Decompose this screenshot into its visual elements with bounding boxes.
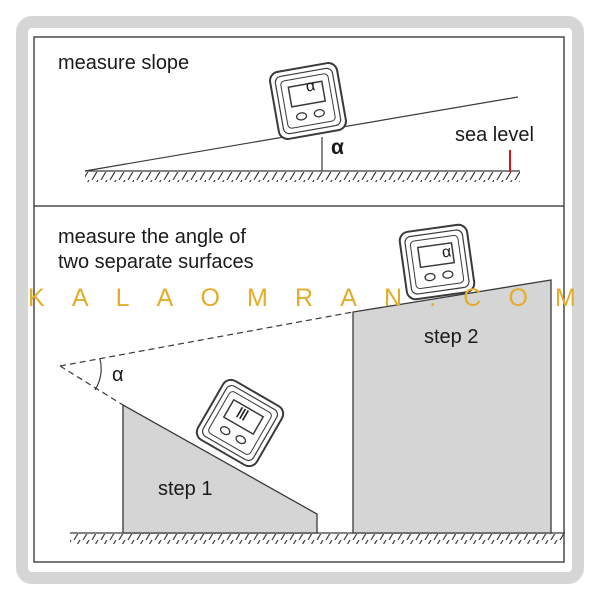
watermark-letter: . (429, 284, 437, 312)
title-two-surfaces-line2: two separate surfaces (58, 251, 254, 273)
watermark-letter: A (156, 284, 174, 312)
angle-arc (94, 358, 102, 391)
step1-block (122, 403, 318, 534)
watermark-letter: O (200, 284, 220, 312)
top-ground-hatch (85, 172, 520, 182)
bottom-ground-hatch (70, 534, 564, 544)
watermark-letter: C (463, 284, 482, 312)
angle-label-bottom: α (112, 364, 124, 386)
panel-border (33, 36, 565, 563)
watermark-letter: K (28, 284, 45, 312)
watermark-letter: M (247, 284, 268, 312)
sea-level-label: sea level (455, 124, 534, 146)
step2-block (352, 279, 552, 534)
watermark-letter: L (115, 284, 130, 312)
device-top (267, 60, 349, 142)
title-two-surfaces-line1: measure the angle of (58, 226, 246, 248)
watermark-letter: O (508, 284, 528, 312)
title-measure-slope: measure slope (58, 52, 190, 74)
step1-label: step 1 (158, 478, 213, 500)
angle-label-top: α (331, 136, 344, 159)
watermark-letter: R (295, 284, 314, 312)
dashed-extension-lower (59, 365, 124, 406)
step2-label: step 2 (424, 326, 479, 348)
watermark-letter: M (555, 284, 576, 312)
watermark-letter: A (340, 284, 357, 312)
watermark-letter: N (384, 284, 403, 312)
watermark-letter: A (71, 284, 89, 312)
